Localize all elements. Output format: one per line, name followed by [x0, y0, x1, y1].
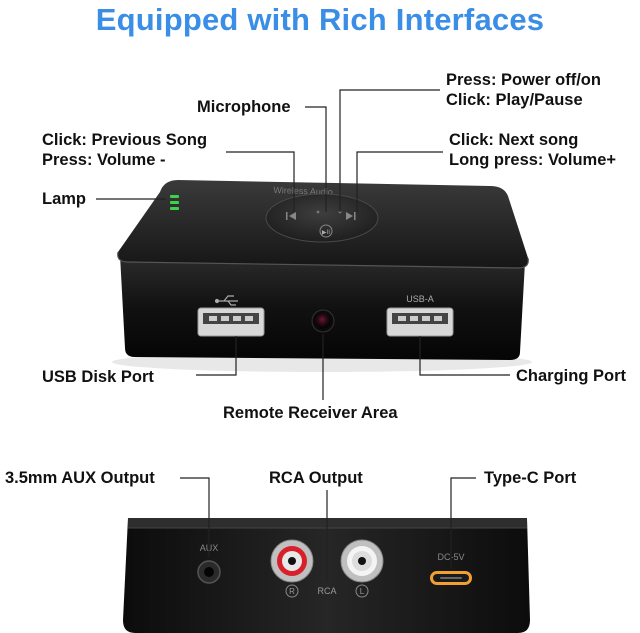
microphone-callout: Microphone: [197, 98, 291, 116]
charging-port: [386, 307, 454, 337]
type-c-callout: Type-C Port: [484, 469, 577, 487]
lamp-led-icon: [170, 195, 179, 210]
rca-left-label: L: [360, 587, 365, 596]
usb-icon: [214, 295, 238, 306]
play-pause-icon: [319, 224, 333, 238]
previous-callout-line1: Click: Previous Song: [42, 131, 208, 149]
rca-label: RCA: [317, 586, 336, 596]
previous-callout-line2: Press: Volume -: [42, 151, 166, 169]
usb-disk-callout: USB Disk Port: [42, 368, 154, 386]
remote-callout: Remote Receiver Area: [223, 404, 398, 422]
lamp-callout: Lamp: [42, 190, 87, 208]
power-callout-line2: Click: Play/Pause: [446, 91, 583, 109]
previous-icon: [286, 212, 296, 220]
page-title: Equipped with Rich Interfaces: [95, 2, 545, 37]
charging-callout: Charging Port: [516, 367, 626, 385]
usb-a-label: USB-A: [406, 294, 434, 304]
rca-right-label: R: [289, 587, 295, 596]
usb-disk-port: [197, 307, 265, 337]
callout-lines-top: [96, 89, 510, 400]
remote-receiver-window: [315, 313, 331, 329]
type-c-port: [430, 571, 472, 585]
rca-output-callout: RCA Output: [269, 469, 363, 487]
play-pause-mark: ▶II: [322, 229, 330, 236]
next-callout-line2: Long press: Volume+: [449, 151, 617, 169]
bluetooth-receiver-front: Wireless Audio ▶II: [112, 180, 532, 372]
callout-lines-bottom: [180, 477, 476, 582]
aux-output-callout: 3.5mm AUX Output: [5, 469, 155, 487]
rca-left-jack: [340, 539, 384, 583]
power-callout-line1: Press: Power off/on: [446, 71, 601, 89]
aux-jack: [197, 560, 221, 584]
next-callout-line1: Click: Next song: [449, 131, 579, 149]
next-icon: [346, 212, 356, 220]
rca-right-jack: [270, 539, 314, 583]
